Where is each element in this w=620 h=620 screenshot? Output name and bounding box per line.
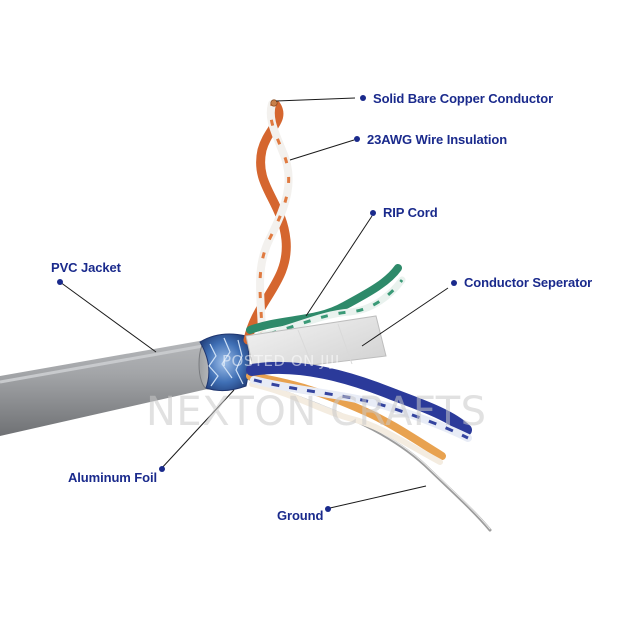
jacket-highlight — [0, 344, 204, 384]
leader-ground — [329, 485, 427, 509]
leader-aluminum-foil — [159, 389, 235, 471]
leader-solid-copper — [275, 97, 356, 102]
leader-lines — [59, 97, 449, 509]
dot-conductor-separator — [451, 280, 457, 286]
separator-edge — [297, 323, 353, 371]
dot-solid-copper — [360, 95, 366, 101]
dot-aluminum-foil — [159, 466, 165, 472]
label-aluminum-foil: Aluminum Foil — [68, 470, 157, 485]
pvc-jacket-body — [0, 340, 213, 436]
watermark-posted-on-jiji: POSTED ON JIJI — [222, 352, 340, 370]
label-rip-cord: RIP Cord — [383, 205, 438, 220]
label-dots — [57, 95, 457, 512]
label-solid-bare-copper-conductor: Solid Bare Copper Conductor — [373, 91, 553, 106]
watermark-nexton-crafts: NEXTON CRAFTS — [146, 389, 487, 435]
dot-rip-cord — [370, 210, 376, 216]
brown-white-wire — [249, 381, 443, 465]
orange-white-wire — [256, 100, 293, 342]
blue-white-stripes — [253, 378, 469, 440]
green-wire — [246, 264, 402, 334]
dot-wire-insulation — [354, 136, 360, 142]
leader-pvc-jacket — [59, 281, 157, 353]
label-wire-insulation: 23AWG Wire Insulation — [367, 132, 507, 147]
leader-wire-insulation — [289, 139, 355, 161]
leader-conductor-separator — [361, 287, 449, 347]
foil-crinkle — [208, 337, 244, 387]
dot-ground — [325, 506, 331, 512]
leader-rip-cord — [305, 215, 373, 317]
conductor-separator — [245, 315, 387, 373]
dot-pvc-jacket — [57, 279, 63, 285]
copper-tip — [270, 99, 278, 107]
blue-wire — [246, 361, 472, 436]
label-conductor-separator: Conductor Seperator — [464, 275, 592, 290]
label-ground: Ground — [277, 508, 323, 523]
label-pvc-jacket: PVC Jacket — [51, 260, 122, 275]
